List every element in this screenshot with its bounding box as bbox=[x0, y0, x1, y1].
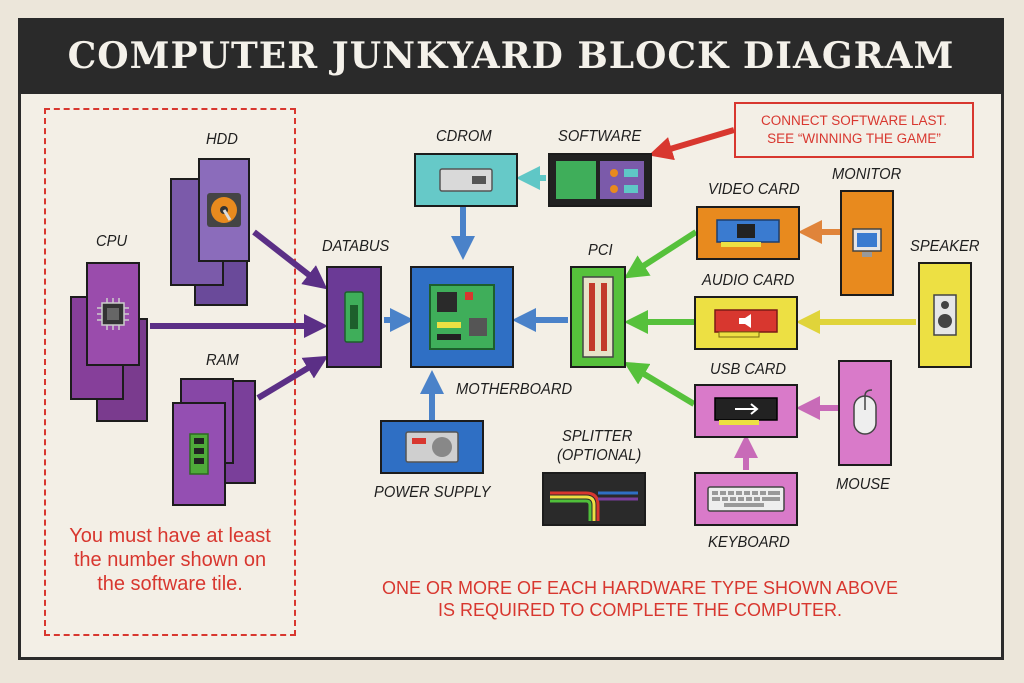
mouse-label: MOUSE bbox=[836, 476, 890, 493]
software-label: SOFTWARE bbox=[558, 128, 642, 145]
speaker-label: SPEAKER bbox=[910, 238, 980, 255]
audio-card-tile bbox=[694, 296, 798, 350]
cdrom-label: CDROM bbox=[436, 128, 492, 145]
keyboard-icon bbox=[707, 486, 785, 512]
hdd-label: HDD bbox=[206, 131, 238, 148]
cpu-label: CPU bbox=[96, 233, 128, 250]
motherboard-board-icon bbox=[429, 284, 495, 350]
video-card-tile bbox=[696, 206, 800, 260]
keyboard-label: KEYBOARD bbox=[708, 534, 790, 551]
pci-slot-icon bbox=[582, 276, 614, 358]
software-tile bbox=[548, 153, 652, 207]
arrow-callout-software bbox=[648, 127, 735, 161]
cpu-tile-front bbox=[86, 262, 140, 366]
monitor-icon bbox=[852, 228, 882, 257]
keyboard-tile bbox=[694, 472, 798, 526]
splitter-optional-label: (OPTIONAL) bbox=[557, 447, 642, 464]
pci-tile bbox=[570, 266, 626, 368]
left-note-line-2: the number shown on bbox=[73, 549, 267, 571]
left-note: You must have at least the number shown … bbox=[50, 524, 290, 596]
cpu-group-dashed-box bbox=[44, 108, 296, 636]
power-supply-label: POWER SUPPLY bbox=[374, 484, 491, 501]
databus-label: DATABUS bbox=[322, 238, 390, 255]
motherboard-label: MOTHERBOARD bbox=[456, 381, 573, 398]
callout-line-1: CONNECT SOFTWARE LAST. bbox=[760, 113, 948, 129]
cpu-chip-icon bbox=[97, 298, 129, 330]
databus-tile bbox=[326, 266, 382, 368]
audio-card-icon bbox=[714, 309, 778, 338]
callout-line-2: SEE “WINNING THE GAME” bbox=[767, 131, 941, 146]
databus-board-icon bbox=[344, 291, 364, 343]
mouse-tile bbox=[838, 360, 892, 466]
arrow-hdd-databus bbox=[252, 229, 328, 290]
software-callout: CONNECT SOFTWARE LAST. SEE “WINNING THE … bbox=[734, 102, 974, 158]
arrow-ram-databus bbox=[256, 355, 329, 401]
pci-label: PCI bbox=[588, 242, 613, 259]
usb-card-icon bbox=[714, 397, 778, 425]
audio-card-label: AUDIO CARD bbox=[702, 272, 795, 289]
hard-drive-icon bbox=[207, 193, 241, 227]
cdrom-drive-icon bbox=[439, 168, 493, 192]
hdd-tile-front bbox=[198, 158, 250, 262]
monitor-tile bbox=[840, 190, 894, 296]
video-card-label: VIDEO CARD bbox=[708, 181, 800, 198]
bottom-note-line-2: IS REQUIRED TO COMPLETE THE COMPUTER. bbox=[437, 599, 843, 620]
video-card-icon bbox=[716, 219, 780, 247]
software-card-icon bbox=[556, 161, 644, 199]
arrow-usb-pci bbox=[623, 361, 696, 407]
power-supply-tile bbox=[380, 420, 484, 474]
mouse-icon bbox=[853, 389, 877, 435]
power-supply-icon bbox=[405, 431, 459, 463]
left-note-line-1: You must have at least bbox=[69, 525, 271, 547]
title-bar: COMPUTER JUNKYARD BLOCK DIAGRAM bbox=[18, 18, 1004, 94]
splitter-cable-icon bbox=[550, 491, 638, 521]
motherboard-tile bbox=[410, 266, 514, 368]
arrow-video-pci bbox=[623, 229, 698, 279]
usb-card-tile bbox=[694, 384, 798, 438]
speaker-icon bbox=[933, 294, 957, 336]
left-note-line-3: the software tile. bbox=[97, 573, 243, 595]
speaker-tile bbox=[918, 262, 972, 368]
ram-tile-front bbox=[172, 402, 226, 506]
ram-module-icon bbox=[189, 433, 209, 475]
bottom-note: ONE OR MORE OF EACH HARDWARE TYPE SHOWN … bbox=[360, 578, 920, 621]
splitter-tile bbox=[542, 472, 646, 526]
ram-label: RAM bbox=[206, 352, 239, 369]
cdrom-tile bbox=[414, 153, 518, 207]
bottom-note-line-1: ONE OR MORE OF EACH HARDWARE TYPE SHOWN … bbox=[381, 578, 899, 598]
splitter-label: SPLITTER bbox=[562, 428, 633, 445]
monitor-label: MONITOR bbox=[832, 166, 902, 183]
usb-card-label: USB CARD bbox=[710, 361, 787, 378]
page-title: COMPUTER JUNKYARD BLOCK DIAGRAM bbox=[67, 35, 955, 77]
